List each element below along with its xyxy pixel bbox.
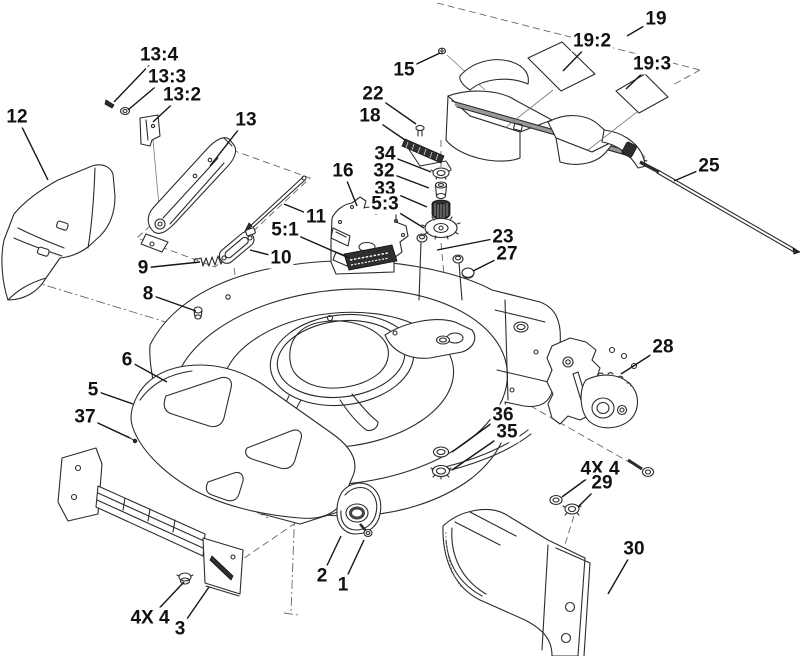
callout-14-32: 32 xyxy=(371,160,397,182)
callout-6-15: 15 xyxy=(391,59,417,81)
washer-part34 xyxy=(430,167,452,180)
discharge-chute-part30 xyxy=(442,509,591,656)
adjuster-stack xyxy=(401,124,461,240)
bolt-rear xyxy=(452,254,464,301)
callout-33-30: 30 xyxy=(621,538,647,560)
callout-5-13: 13 xyxy=(233,109,259,131)
bolt-part1 xyxy=(359,523,373,538)
callout-25-28: 28 xyxy=(650,336,676,358)
guide-rod-part25 xyxy=(639,160,800,255)
washer-part36 xyxy=(432,446,450,458)
callout-23-23: 23 xyxy=(490,226,516,248)
callout-22-8: 8 xyxy=(140,283,156,305)
callout-34-2: 2 xyxy=(314,565,330,587)
callout-18-11: 11 xyxy=(303,206,329,228)
callout-2-13-4: 13:4 xyxy=(137,44,181,66)
callout-10-25: 25 xyxy=(696,155,722,177)
bolts-23-27 xyxy=(416,233,475,301)
callout-3-13-3: 13:3 xyxy=(145,66,189,88)
locknut-part35 xyxy=(430,464,452,480)
callout-8-19-2: 19:2 xyxy=(570,30,614,52)
cap-part27 xyxy=(461,267,475,279)
callout-27-5: 5 xyxy=(85,379,101,401)
leader-9 xyxy=(142,261,201,269)
callout-4-13-2: 13:2 xyxy=(160,84,204,106)
gear-plate-part28 xyxy=(546,337,655,478)
callout-13-34: 34 xyxy=(372,143,398,165)
callout-9-19-3: 19:3 xyxy=(630,53,674,75)
callout-19-5-1: 5:1 xyxy=(269,219,301,241)
grommet-part8 xyxy=(193,306,203,320)
leader-12 xyxy=(16,116,49,181)
pinion-part33 xyxy=(431,199,451,220)
washer-part4x4-right xyxy=(549,494,563,506)
bushing-part32 xyxy=(434,181,448,200)
model-decal-part5-1 xyxy=(343,241,398,271)
nut-part4x4-left xyxy=(176,572,194,585)
locknut-part29 xyxy=(562,503,582,516)
gear-washer-part5-3 xyxy=(421,216,461,240)
callout-20-10: 10 xyxy=(268,247,294,269)
bolt-part28-mount xyxy=(627,458,655,478)
callout-35-1: 1 xyxy=(335,574,351,596)
front-bumper-parts5-6 xyxy=(126,364,356,519)
callout-21-9: 9 xyxy=(135,257,151,279)
decal-part19-2 xyxy=(504,41,596,129)
ratchet-bar-part18 xyxy=(401,138,452,170)
support-bracket-part3 xyxy=(57,447,244,597)
callout-1-12: 12 xyxy=(4,106,30,128)
callout-26-6: 6 xyxy=(119,349,135,371)
screw-part22 xyxy=(415,124,425,137)
brake-lever-part13 xyxy=(140,137,237,253)
callout-24-27: 27 xyxy=(494,243,520,265)
bolt-part23 xyxy=(416,233,428,301)
callout-32-29: 29 xyxy=(589,472,615,494)
callout-17-16: 16 xyxy=(330,160,356,182)
pivot-hardware-parts13x xyxy=(104,99,161,207)
belt-cover-part2 xyxy=(336,482,382,538)
callout-16-5-3: 5:3 xyxy=(369,193,401,215)
rear-cover-part19 xyxy=(445,59,648,169)
spring-part9-bracket-part10 xyxy=(193,227,256,267)
callout-29-36: 36 xyxy=(490,404,516,426)
callout-7-19: 19 xyxy=(643,8,669,30)
callout-37-3: 3 xyxy=(172,618,188,640)
leader-8 xyxy=(147,293,197,312)
side-cover-part12 xyxy=(1,164,116,301)
callout-30-35: 35 xyxy=(494,421,520,443)
callout-36-4X-4: 4X 4 xyxy=(128,607,172,629)
callout-12-18: 18 xyxy=(357,105,383,127)
callout-11-22: 22 xyxy=(360,83,386,105)
callout-28-37: 37 xyxy=(72,406,98,428)
